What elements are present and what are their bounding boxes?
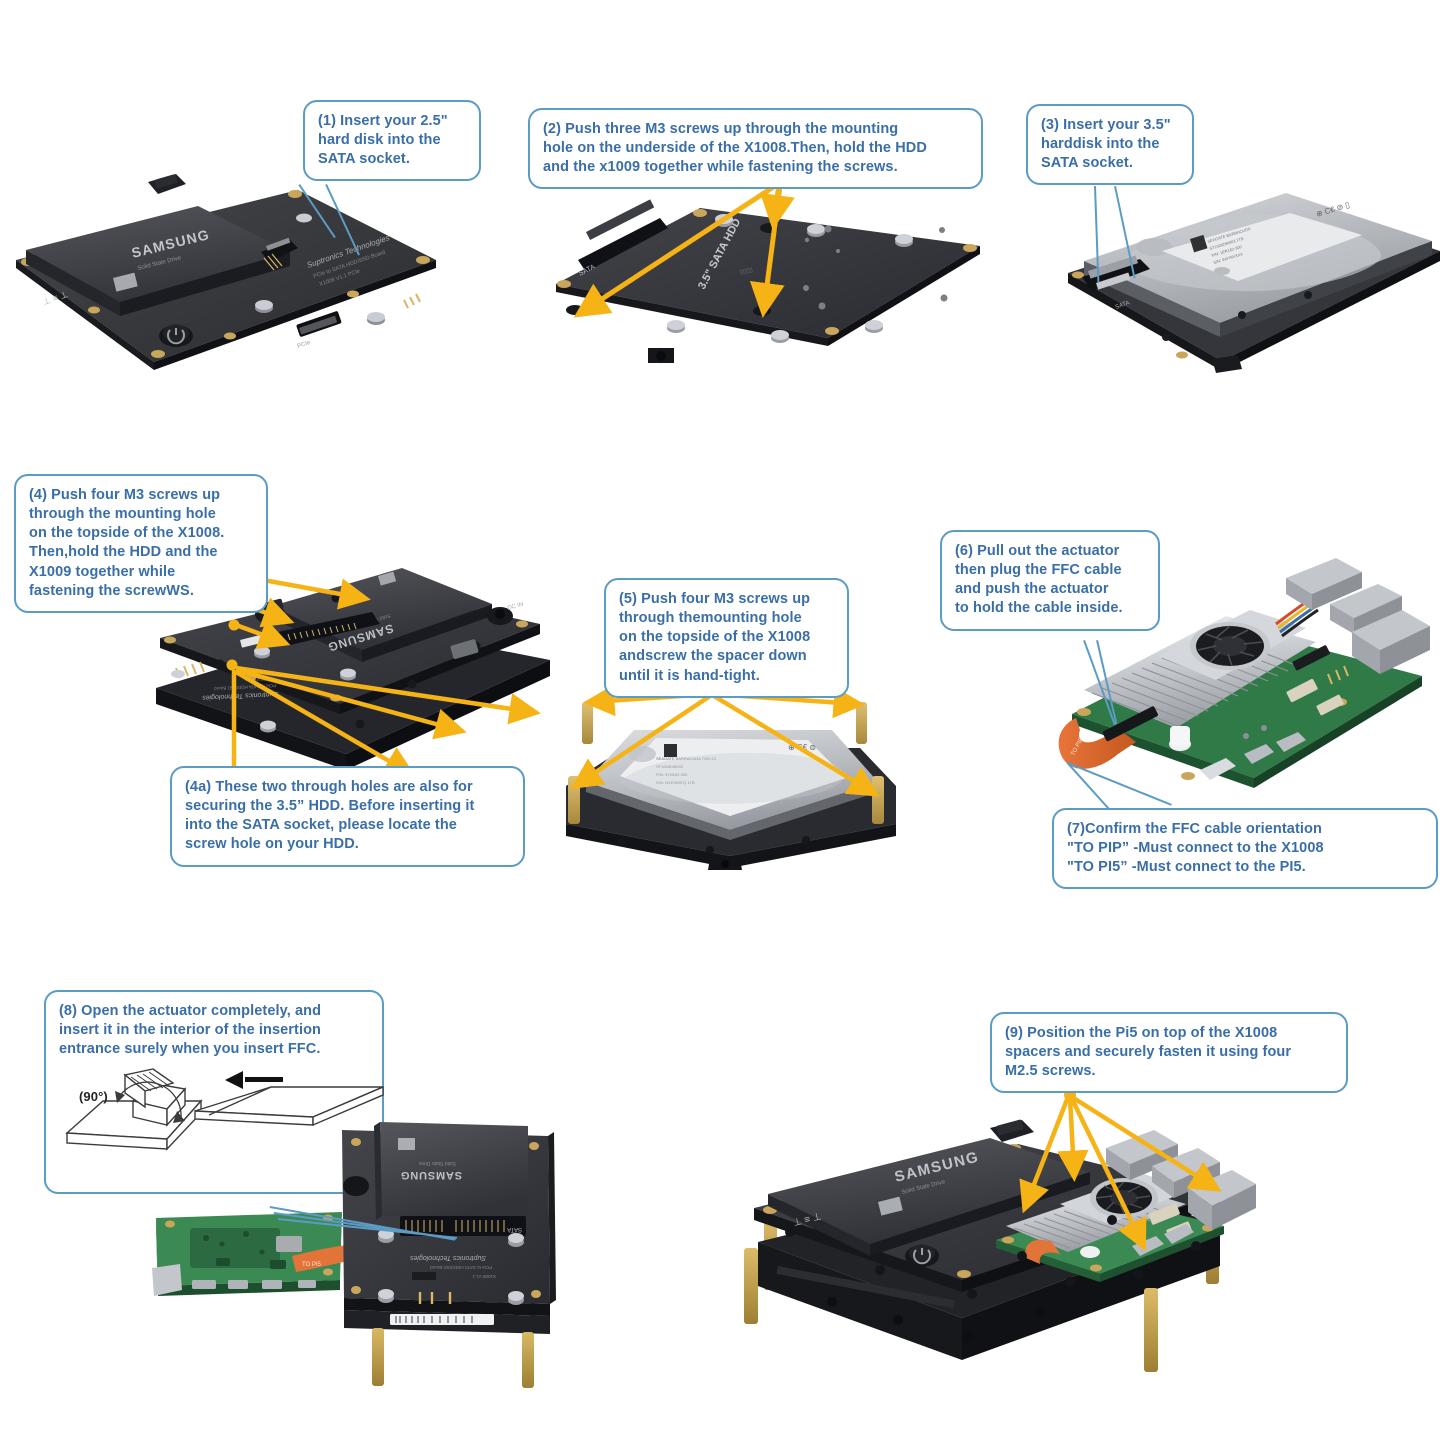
- ffc-actuator-line-drawing: (90°): [65, 1068, 384, 1152]
- callout-step-7-line-2: "TO PIP” -Must connect to the X1008: [1067, 840, 1324, 857]
- callout-step-5-line-2: through themounting hole: [619, 610, 802, 627]
- arrows-step-2: [573, 176, 795, 318]
- callout-step-4a: (4a) These two through holes are also fo…: [170, 766, 525, 867]
- callout-step-5-line-5: until it is hand-tight.: [619, 667, 760, 684]
- callout-step-2-line-2: hole on the underside of the X1008.Then,…: [543, 140, 927, 157]
- svg-text:P/N: 9YN162-300: P/N: 9YN162-300: [656, 772, 688, 777]
- callout-step-8-line-1: (8) Open the actuator completely, and: [59, 1003, 322, 1019]
- callout-step-1-line-3: SATA socket.: [318, 151, 410, 168]
- callout-step-6-line-1: (6) Pull out the actuator: [955, 543, 1120, 559]
- callout-step-5-line-1: (5) Push four M3 screws up: [619, 591, 811, 607]
- photo-step-6: TO PIP: [1040, 550, 1440, 815]
- callout-step-4a-line-4: screw hole on your HDD.: [185, 836, 359, 853]
- callout-step-6-line-3: and push the actuator: [955, 581, 1109, 598]
- svg-text:SEAGATE BARRACUDA 7200.12: SEAGATE BARRACUDA 7200.12: [656, 756, 717, 761]
- callout-step-2-line-1: (2) Push three M3 screws up through the …: [543, 121, 899, 137]
- photo-step-8: TO PI5 SAMSUNG Solid State Drive: [150, 1100, 640, 1390]
- svg-text:SATA: SATA: [1115, 300, 1131, 311]
- callout-step-8: (8) Open the actuator completely, and in…: [44, 990, 384, 1194]
- arrows-step-5: [570, 684, 880, 797]
- photo-step-9: SAMSUNG Solid State Drive ⊥ ≡ ⊥: [700, 1090, 1260, 1385]
- svg-text:PCIe to SATA HDD/SSD Board: PCIe to SATA HDD/SSD Board: [430, 1265, 492, 1270]
- callout-step-5-line-4: andscrew the spacer down: [619, 648, 807, 665]
- callout-step-9-line-2: spacers and securely fasten it using fou…: [1005, 1044, 1292, 1061]
- callout-step-6: (6) Pull out the actuator then plug the …: [940, 530, 1160, 631]
- svg-text:X1008 V1.1: X1008 V1.1: [472, 1274, 496, 1279]
- photo-step-3: SEAGATE BARRACUDA ST1000DM003 1TB P/N: 1…: [1062, 155, 1444, 380]
- svg-text:SATA: SATA: [507, 1226, 522, 1232]
- callout-step-5-line-3: on the topside of the X1008: [619, 629, 811, 646]
- callout-step-5: (5) Push four M3 screws up through themo…: [604, 578, 849, 698]
- callout-step-1: (1) Insert your 2.5" hard disk into the …: [303, 100, 481, 182]
- callout-step-7-line-3: "TO PI5” -Must connect to the PI5.: [1067, 859, 1306, 876]
- callout-step-4-line-5: X1009 together while: [29, 563, 176, 580]
- callout-step-1-line-2: hard disk into the: [318, 132, 441, 149]
- svg-text:DC IN: DC IN: [507, 602, 524, 612]
- svg-text:Suptronics Technologies: Suptronics Technologies: [201, 690, 278, 701]
- callout-step-4-line-6: fastening the screwWS.: [29, 582, 194, 599]
- svg-text:TO PI5: TO PI5: [302, 1262, 322, 1268]
- callout-step-4-line-2: through the mounting hole: [29, 506, 216, 523]
- callout-step-6-line-4: to hold the cable inside.: [955, 600, 1123, 617]
- photo-step-5: SEAGATE BARRACUDA 7200.12 ST1000DM003 P/…: [560, 690, 900, 870]
- svg-text:Solid State Drive: Solid State Drive: [419, 1160, 456, 1166]
- callout-step-4-line-1: (4) Push four M3 screws up: [29, 487, 221, 503]
- callout-step-6-line-2: then plug the FFC cable: [955, 562, 1122, 579]
- callout-step-7-line-1: (7)Confirm the FFC cable orientation: [1067, 821, 1322, 837]
- callout-step-8-line-3: entrance surely when you insert FFC.: [59, 1041, 321, 1058]
- callout-step-4a-line-2: securing the 3.5” HDD. Before inserting …: [185, 798, 475, 815]
- svg-text:SAMSUNG: SAMSUNG: [400, 1169, 462, 1181]
- callout-step-4: (4) Push four M3 screws up through the m…: [14, 474, 268, 613]
- callout-step-4-line-3: on the topside of the X1008.: [29, 525, 225, 542]
- svg-text:ST1000DM003: ST1000DM003: [656, 764, 684, 769]
- callout-step-9-line-1: (9) Position the Pi5 on top of the X1008: [1005, 1025, 1278, 1041]
- callout-step-3-line-1: (3) Insert your 3.5": [1041, 117, 1171, 133]
- angle-label: (90°): [79, 1089, 108, 1104]
- callout-step-3-line-3: SATA socket.: [1041, 155, 1133, 172]
- callout-step-4-line-4: Then,hold the HDD and the: [29, 544, 218, 561]
- callout-step-3: (3) Insert your 3.5" harddisk into the S…: [1026, 104, 1194, 186]
- callout-step-9: (9) Position the Pi5 on top of the X1008…: [990, 1012, 1348, 1094]
- callout-step-2-line-3: and the x1009 together while fastening t…: [543, 159, 898, 176]
- arrows-step-9: [1019, 1089, 1222, 1252]
- callout-step-1-line-1: (1) Insert your 2.5": [318, 113, 448, 129]
- callout-step-2: (2) Push three M3 screws up through the …: [528, 108, 983, 190]
- svg-text:PCIe to SATA HDD/SSD Board: PCIe to SATA HDD/SSD Board: [214, 683, 277, 691]
- callout-step-8-line-2: insert it in the interior of the inserti…: [59, 1022, 321, 1039]
- svg-text:▯▯▯▯: ▯▯▯▯: [739, 267, 753, 276]
- svg-text:PCIe: PCIe: [297, 340, 312, 350]
- callout-step-4a-line-1: (4a) These two through holes are also fo…: [185, 779, 473, 795]
- callout-step-7: (7)Confirm the FFC cable orientation "TO…: [1052, 808, 1438, 890]
- svg-text:Suptronics Technologies: Suptronics Technologies: [409, 1254, 486, 1261]
- svg-text:S/N: W1E3K8TQ 1TB: S/N: W1E3K8TQ 1TB: [656, 780, 695, 785]
- callout-step-4a-line-3: into the SATA socket, please locate the: [185, 817, 457, 834]
- callout-step-3-line-2: harddisk into the: [1041, 136, 1160, 153]
- callout-step-9-line-3: M2.5 screws.: [1005, 1063, 1096, 1080]
